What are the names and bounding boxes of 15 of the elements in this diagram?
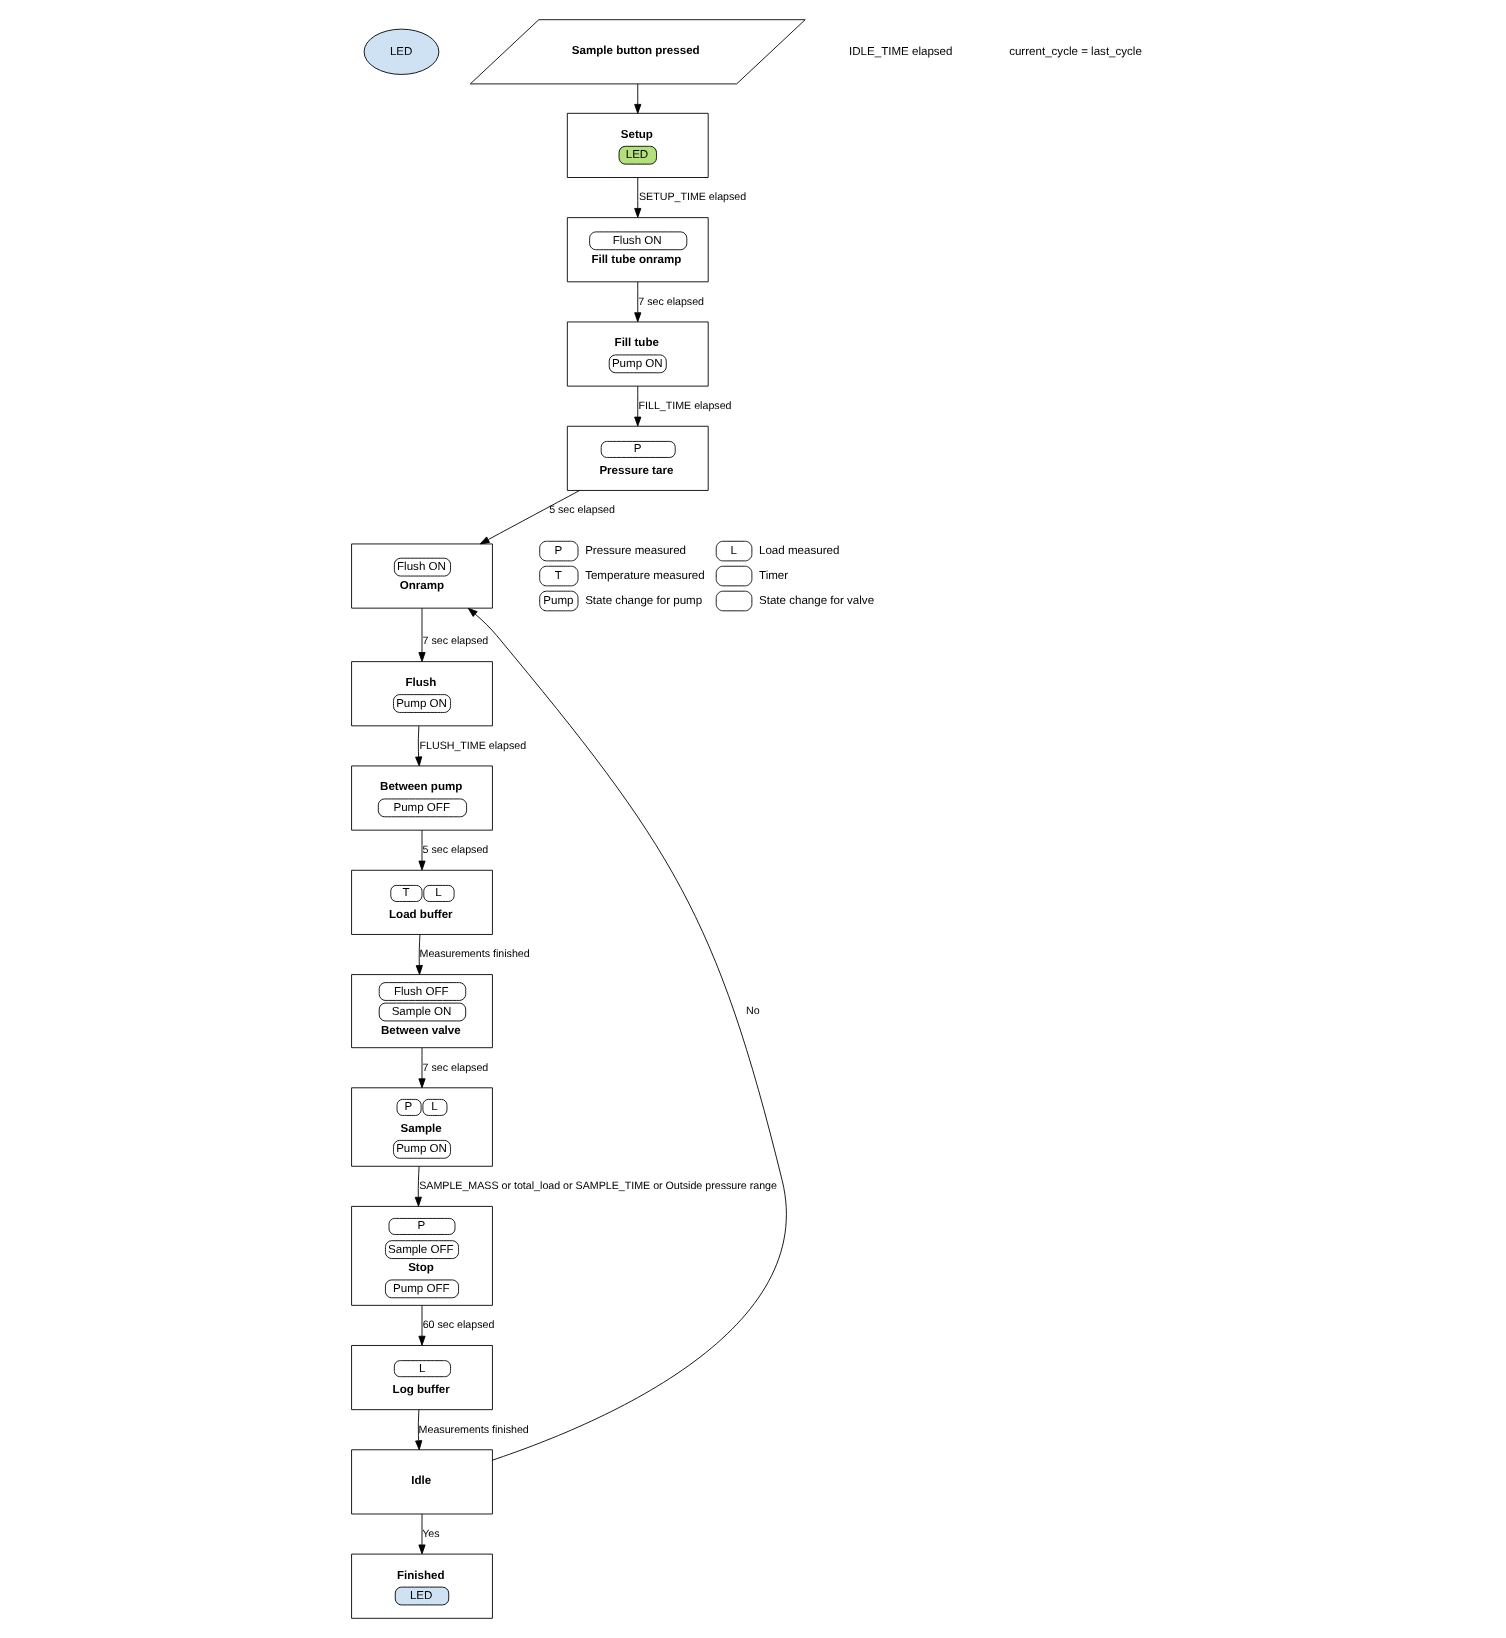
arrow xyxy=(634,385,642,427)
arrow xyxy=(479,490,581,545)
arrow xyxy=(415,725,423,767)
arrow xyxy=(467,607,787,1461)
arrow xyxy=(418,1047,426,1089)
arrow xyxy=(418,829,426,871)
arrow xyxy=(418,607,426,662)
arrow xyxy=(414,1165,422,1207)
arrow xyxy=(634,83,642,114)
arrow xyxy=(415,1409,423,1451)
arrow xyxy=(418,1513,426,1555)
arrow xyxy=(634,281,642,323)
arrow xyxy=(415,934,423,975)
arrow xyxy=(418,1305,426,1346)
arrow xyxy=(634,177,642,218)
